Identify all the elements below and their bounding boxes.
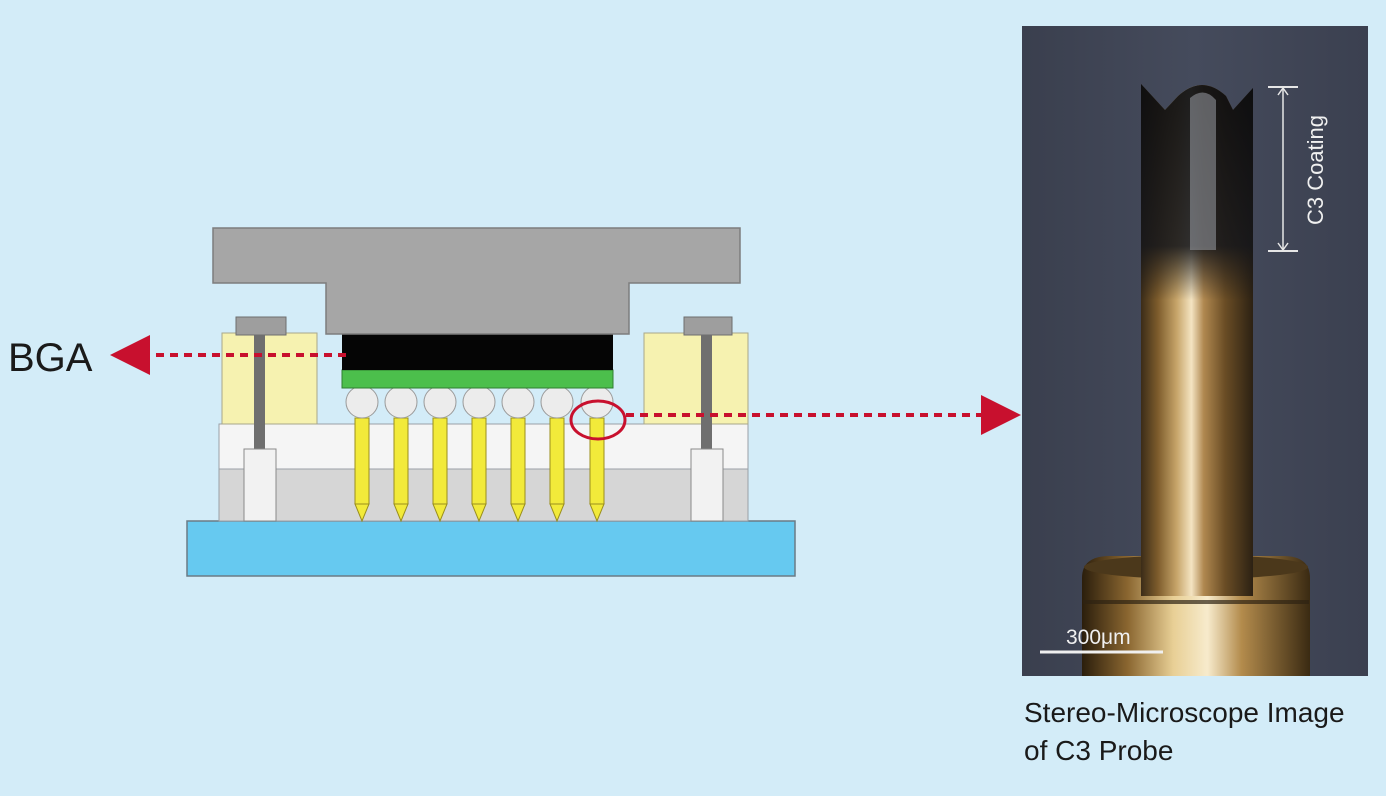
probe-highlight-circle [569, 399, 627, 441]
solder-ball [384, 385, 418, 419]
caption-line-2: of C3 Probe [1024, 735, 1174, 766]
socket-cross-section [186, 227, 796, 577]
pogo-pin [432, 410, 448, 523]
bga-substrate [341, 369, 614, 389]
pogo-pin [510, 410, 526, 523]
coating-dimension-marker [1268, 86, 1298, 252]
pogo-pin [549, 410, 565, 523]
caption-line-1: Stereo-Microscope Image [1024, 697, 1345, 728]
top-clamp [212, 227, 741, 335]
pogo-pin [471, 410, 487, 523]
left-screw [235, 316, 287, 522]
microscope-photo: C3 Coating 300μm [1022, 26, 1368, 676]
pogo-pin [393, 410, 409, 523]
pogo-pin [589, 410, 605, 523]
right-side-block [643, 332, 749, 425]
right-screw [683, 316, 733, 522]
solder-ball [423, 385, 457, 419]
bga-label: BGA [8, 336, 93, 380]
left-side-block [221, 332, 318, 425]
solder-ball [462, 385, 496, 419]
photo-caption: Stereo-Microscope Image of C3 Probe [1024, 694, 1384, 770]
solder-ball [345, 385, 379, 419]
solder-ball [540, 385, 574, 419]
scale-label: 300μm [1066, 626, 1131, 649]
coating-label: C3 Coating [1303, 115, 1328, 225]
pogo-pin [354, 410, 370, 523]
base-plate [186, 520, 796, 577]
solder-ball [501, 385, 535, 419]
bga-chip [342, 334, 613, 370]
